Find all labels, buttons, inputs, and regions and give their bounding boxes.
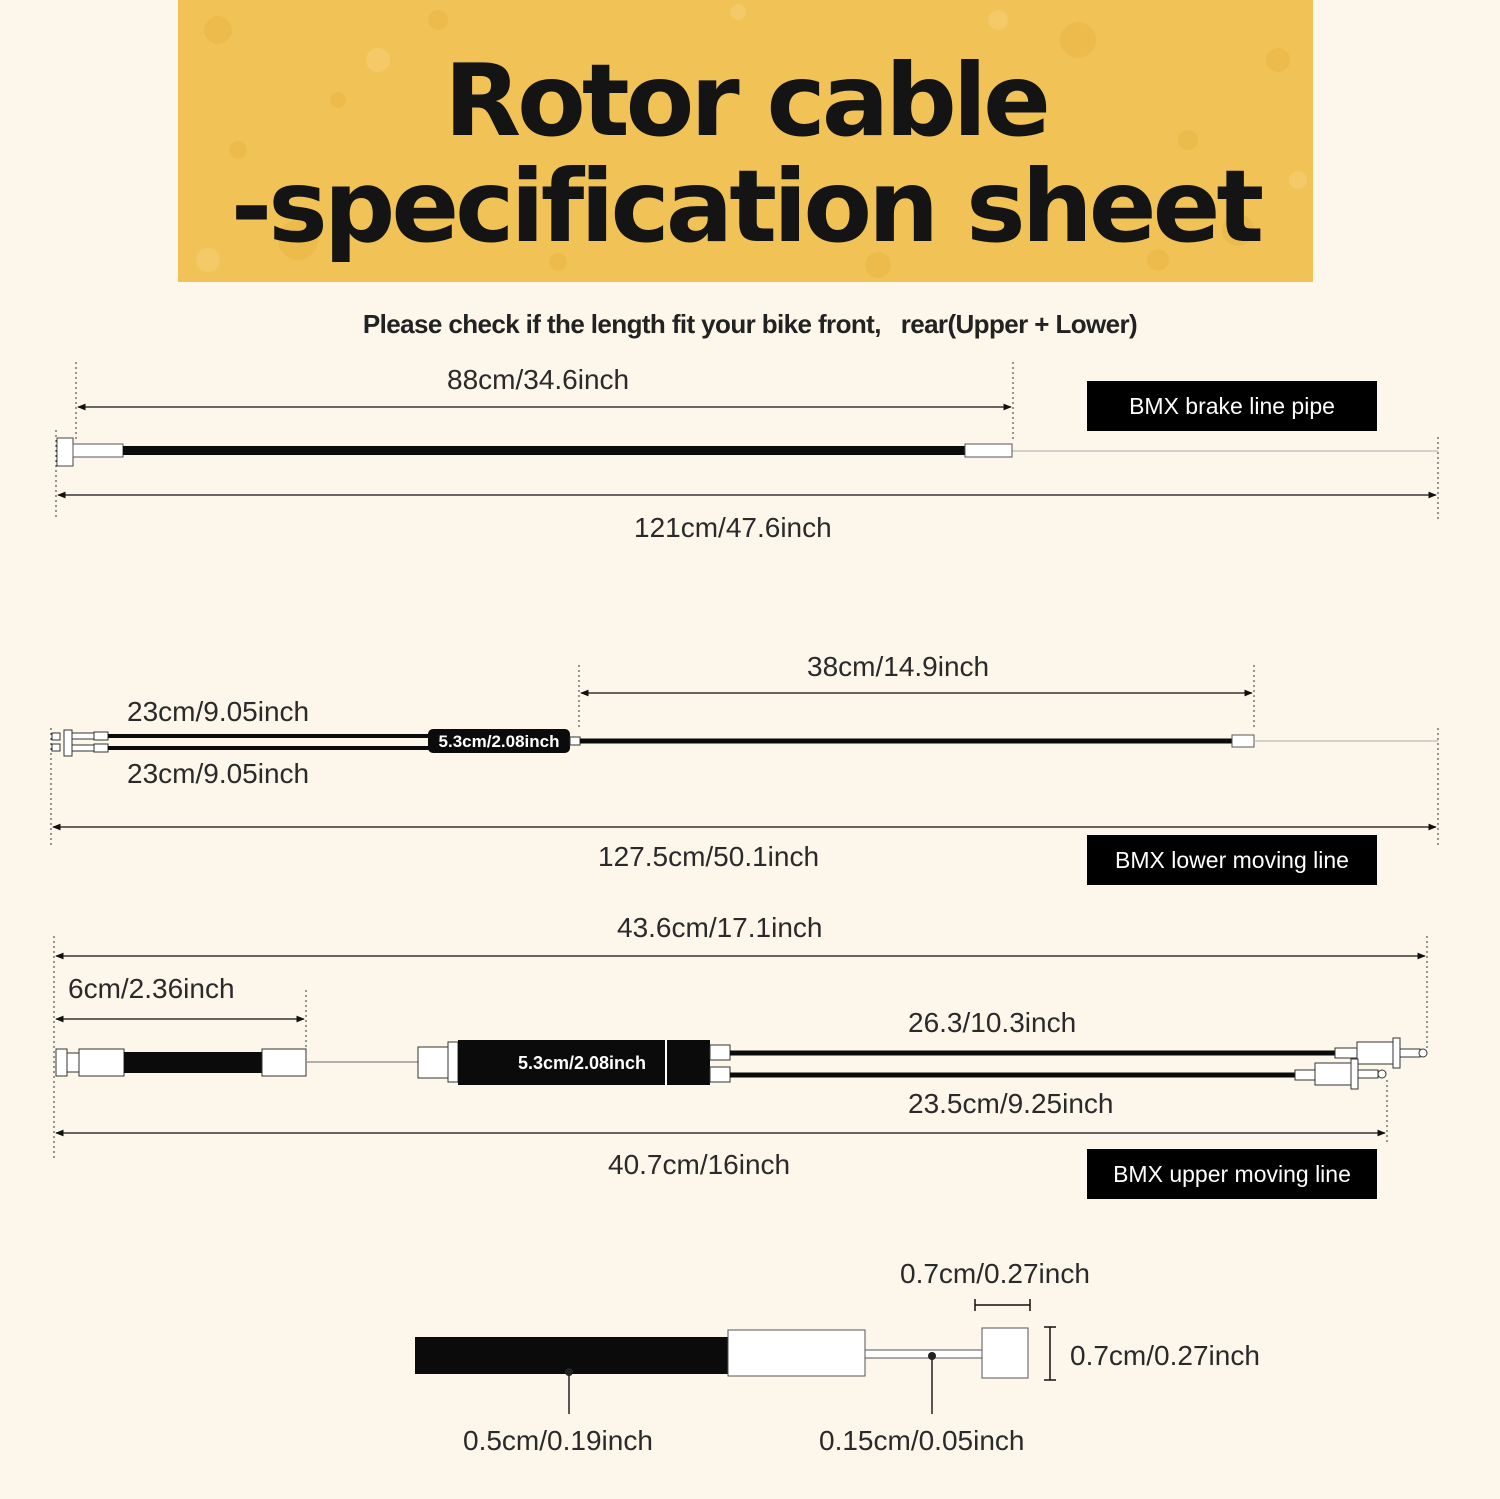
upper-splitter-label: 5.3cm/2.08inch: [518, 1053, 646, 1073]
detail-wire: [864, 1349, 983, 1359]
lower-line-diagram: 5.3cm/2.08inch: [50, 665, 1439, 845]
upper-short-housing-label: 6cm/2.36inch: [68, 973, 235, 1004]
detail-wire-diameter-label: 0.15cm/0.05inch: [819, 1425, 1025, 1456]
detail-diagram: [415, 1299, 1056, 1414]
lower-splitter-label: 5.3cm/2.08inch: [439, 732, 560, 751]
upper-branch-top-label: 26.3/10.3inch: [908, 1007, 1077, 1038]
title-line-2: -specification sheet: [230, 148, 1264, 265]
detail-end-height-label: 0.7cm/0.27inch: [1070, 1340, 1260, 1371]
upper-branch-bottom-label: 23.5cm/9.25inch: [908, 1088, 1114, 1119]
tag-upper-moving-line: BMX upper moving line: [1087, 1149, 1377, 1199]
lower-splitter: [428, 729, 570, 753]
brake-pipe-diagram: [55, 362, 1439, 520]
detail-end-nipple: [981, 1327, 1029, 1379]
detail-housing: [415, 1337, 728, 1374]
brake-ferrule-left: [72, 443, 124, 458]
brake-housing: [123, 446, 965, 455]
upper-total-length-label: 43.6cm/17.1inch: [617, 912, 823, 943]
brake-inner-length-label: 88cm/34.6inch: [447, 364, 630, 395]
brake-ferrule-right: [964, 443, 1013, 458]
upper-splitter: [458, 1040, 666, 1085]
detail-ferrule: [727, 1329, 866, 1377]
banner-texture: [196, 4, 1307, 278]
subtitle: Please check if the length fit your bike…: [362, 309, 1138, 339]
brake-end-cap: [56, 437, 74, 467]
tag-lower-moving-line: BMX lower moving line: [1087, 835, 1377, 885]
detail-housing-diameter-label: 0.5cm/0.19inch: [463, 1425, 653, 1456]
lower-end-caps: [63, 729, 73, 757]
title-banner: Rotor cable -specification sheet: [178, 0, 1313, 282]
lower-housing-length-label: 38cm/14.9inch: [807, 651, 990, 682]
tag-brake-line-pipe: BMX brake line pipe: [1087, 381, 1377, 431]
brake-total-length-label: 121cm/47.6inch: [634, 512, 832, 543]
upper-bottom-length-label: 40.7cm/16inch: [608, 1149, 791, 1180]
upper-line-diagram: 5.3cm/2.08inch: [53, 936, 1428, 1160]
title-line-1: Rotor cable: [444, 42, 1051, 159]
lower-branch-top-label: 23cm/9.05inch: [127, 696, 310, 727]
detail-end-width-label: 0.7cm/0.27inch: [900, 1258, 1090, 1289]
lower-total-length-label: 127.5cm/50.1inch: [598, 841, 820, 872]
lower-branch-bottom-label: 23cm/9.05inch: [127, 758, 310, 789]
upper-short-housing: [124, 1052, 262, 1073]
